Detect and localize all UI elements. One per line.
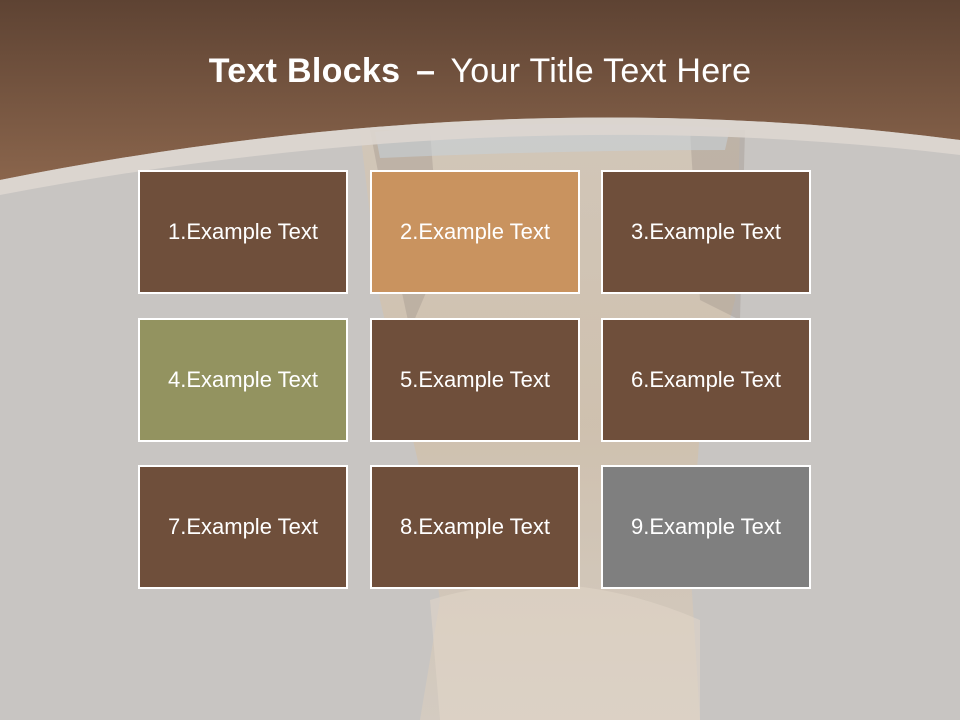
text-blocks-grid: 1.Example Text 2.Example Text 3.Example …	[138, 170, 816, 594]
text-block-label: 8.Example Text	[399, 514, 550, 539]
text-block-8[interactable]: 8.Example Text	[370, 465, 580, 589]
text-block-label: 3.Example Text	[630, 219, 781, 244]
text-block-3[interactable]: 3.Example Text	[601, 170, 811, 294]
text-block-1[interactable]: 1.Example Text	[138, 170, 348, 294]
text-block-5[interactable]: 5.Example Text	[370, 318, 580, 442]
title-dash: –	[416, 52, 436, 90]
text-block-label: 4.Example Text	[167, 367, 318, 392]
text-block-4[interactable]: 4.Example Text	[138, 318, 348, 442]
title-bold-part: Text Blocks	[208, 52, 401, 90]
text-block-label: 5.Example Text	[399, 367, 550, 392]
text-block-7[interactable]: 7.Example Text	[138, 465, 348, 589]
text-block-6[interactable]: 6.Example Text	[601, 318, 811, 442]
text-block-label: 2.Example Text	[399, 219, 550, 244]
text-block-label: 6.Example Text	[630, 367, 781, 392]
text-block-9[interactable]: 9.Example Text	[601, 465, 811, 589]
text-block-2[interactable]: 2.Example Text	[370, 170, 580, 294]
text-block-label: 9.Example Text	[630, 514, 781, 539]
text-block-label: 1.Example Text	[167, 219, 318, 244]
text-block-label: 7.Example Text	[167, 514, 318, 539]
title-text: Your Title Text Here	[450, 52, 752, 90]
slide-title: Text Blocks – Your Title Text Here	[0, 52, 960, 91]
